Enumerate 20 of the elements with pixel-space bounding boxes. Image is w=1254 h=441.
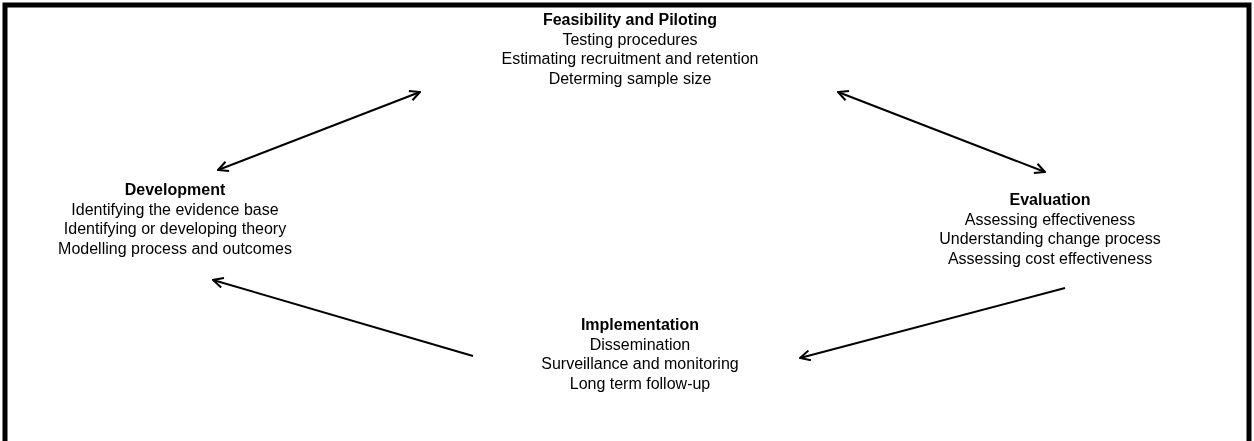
arrow (212, 277, 474, 357)
stage-heading: Feasibility and Piloting (541, 10, 719, 30)
stage-activity: Assessing effectiveness (963, 209, 1137, 229)
arrow (217, 89, 421, 173)
stage-heading: Development (123, 180, 227, 200)
stage-activity: Estimating recruitment and retention (500, 49, 760, 69)
stage-activity: Long term follow-up (568, 373, 712, 393)
stage-heading: Implementation (579, 315, 701, 335)
stage-activity: Understanding change process (938, 229, 1162, 249)
stage-heading: Evaluation (1008, 190, 1092, 210)
stage-activity: Determing sample size (547, 68, 713, 88)
stage-activity: Testing procedures (561, 29, 699, 49)
arrow (799, 287, 1066, 362)
stage-activity: Surveillance and monitoring (540, 354, 740, 374)
stage-activity: Assessing cost effectiveness (946, 248, 1154, 268)
stage-activity: Dissemination (588, 334, 692, 354)
arrow (837, 89, 1046, 175)
stage-activity: Identifying or developing theory (62, 219, 288, 239)
stage-activity: Identifying the evidence base (70, 199, 280, 219)
stage-activity: Modelling process and outcomes (57, 238, 293, 258)
